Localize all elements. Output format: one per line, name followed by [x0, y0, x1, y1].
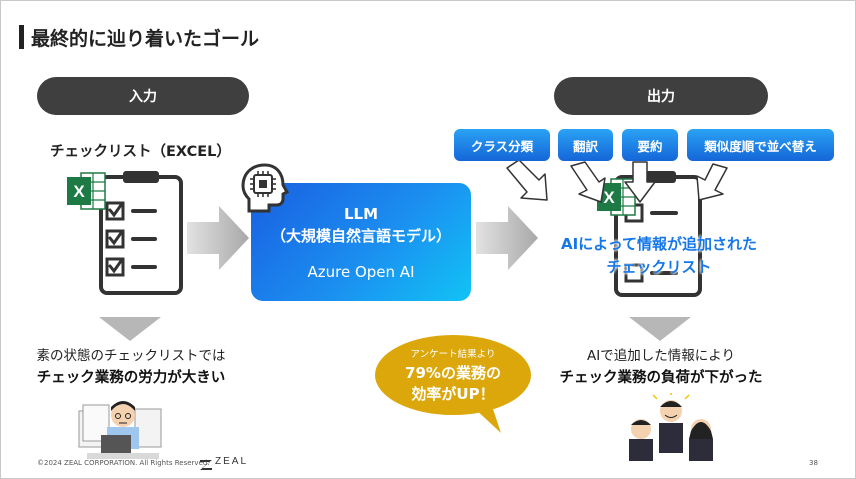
- bubble-line3: 効率がUP！: [411, 385, 495, 403]
- bubble-shape: [375, 335, 531, 433]
- output-label-line2: チェックリスト: [606, 258, 712, 276]
- title-accent-bar: [19, 25, 24, 49]
- output-label-line1: AIによって情報が追加された: [561, 235, 757, 253]
- output-excel-icon: X: [597, 178, 636, 216]
- output-excel-glyph: X: [603, 188, 615, 207]
- survey-bubble: アンケート結果より 79%の業務の 効率がUP！: [373, 329, 533, 439]
- happy-workers-illustration: [629, 393, 713, 461]
- ai-head-icon: [241, 163, 290, 213]
- right-note: AIで追加した情報により チェック業務の負荷が下がった: [531, 344, 791, 387]
- overworked-worker-illustration: [78, 401, 162, 459]
- copyright-footer: ©2024 ZEAL CORPORATION. All Rights Reser…: [37, 459, 210, 467]
- llm-subtitle: （大規模自然言語モデル）: [270, 227, 451, 245]
- input-pill: 入力: [37, 77, 249, 115]
- llm-box: LLM （大規模自然言語モデル） Azure Open AI: [251, 183, 471, 301]
- excel-icon: X: [67, 172, 106, 210]
- flow-arrow-input-to-llm: [187, 206, 249, 270]
- zeal-logo-text: ZEAL: [215, 456, 249, 467]
- llm-provider: Azure Open AI: [307, 263, 415, 281]
- output-pill: 出力: [554, 77, 768, 115]
- output-label: AIによって情報が追加された チェックリスト: [521, 233, 797, 279]
- zeal-logo-mark: [200, 460, 212, 470]
- right-note-line1: AIで追加した情報により: [587, 348, 735, 364]
- down-arrow-right: [629, 317, 691, 341]
- llm-title: LLM: [343, 205, 379, 223]
- flow-arrow-llm-to-output: [476, 206, 538, 270]
- tag-summary: 要約: [622, 129, 678, 161]
- left-note-line1: 素の状態のチェックリストでは: [36, 348, 226, 364]
- tag-class-classification: クラス分類: [454, 129, 550, 161]
- tag-similarity-sort: 類似度順で並べ替え: [687, 129, 834, 161]
- bubble-line2: 79%の業務の: [405, 364, 501, 382]
- page-number: 38: [809, 459, 818, 467]
- checklist-label: チェックリスト（EXCEL）: [50, 144, 231, 160]
- right-note-line2: チェック業務の負荷が下がった: [559, 370, 763, 386]
- bubble-caption: アンケート結果より: [410, 349, 496, 360]
- left-note-line2: チェック業務の労力が大きい: [36, 370, 226, 386]
- excel-glyph: X: [73, 182, 85, 201]
- tag-arrows: [506, 159, 728, 203]
- slide-title: 最終的に辿り着いたゴール: [31, 28, 260, 50]
- left-note: 素の状態のチェックリストでは チェック業務の労力が大きい: [21, 344, 241, 387]
- checklist-clipboard-icon: [99, 171, 183, 295]
- tag-translation: 翻訳: [558, 129, 613, 161]
- down-arrow-left: [99, 317, 161, 341]
